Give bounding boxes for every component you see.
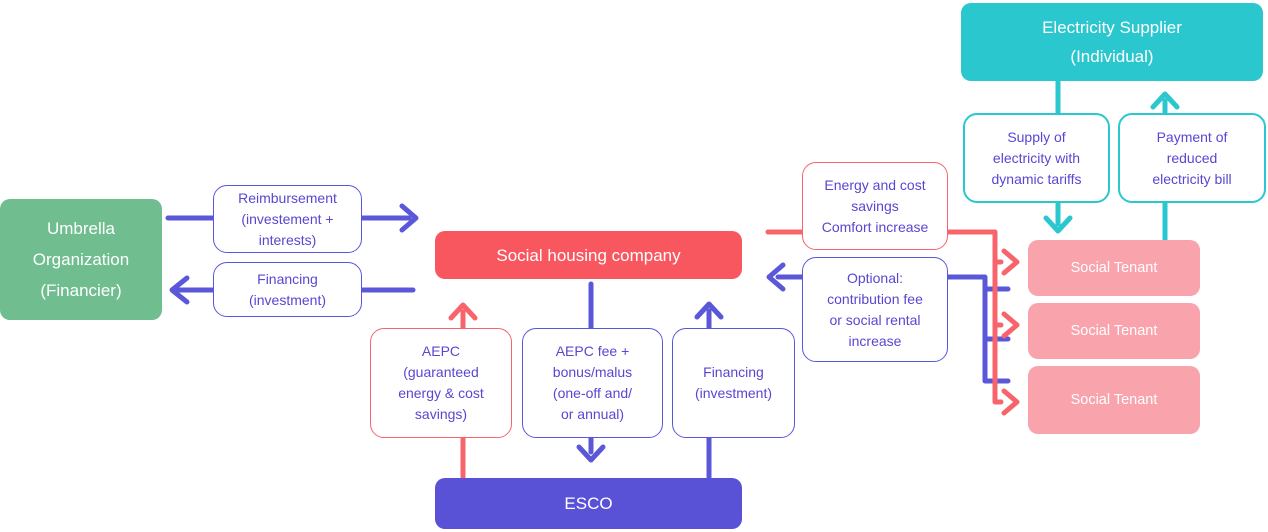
label-aepc: AEPC (guaranteed energy & cost savings) [370,328,512,438]
node-social-tenant-1: Social Tenant [1028,240,1200,296]
label-aepc-fee: AEPC fee + bonus/malus (one-off and/ or … [522,328,663,438]
node-umbrella-organization: Umbrella Organization (Financier) [0,199,162,320]
node-electricity-supplier: Electricity Supplier (Individual) [961,3,1263,81]
label-reimbursement: Reimbursement (investement + interests) [213,185,362,253]
label-optional-contribution: Optional: contribution fee or social ren… [802,257,948,362]
label-financing-to-umbrella: Financing (investment) [213,262,362,317]
label-payment-bill: Payment of reduced electricity bill [1118,113,1266,203]
label-financing-to-esco: Financing (investment) [672,328,795,438]
label-energy-savings: Energy and cost savings Comfort increase [802,162,948,250]
label-supply-electricity: Supply of electricity with dynamic tarif… [963,113,1110,203]
node-esco: ESCO [435,478,742,529]
arrowhead-tenant-3 [1001,388,1020,416]
line-optional-from-tenants [949,274,1011,384]
arrowhead-tenant-1 [1001,248,1020,276]
node-social-housing-company: Social housing company [435,231,742,279]
node-social-tenant-2: Social Tenant [1028,303,1200,359]
node-social-tenant-3: Social Tenant [1028,366,1200,434]
arrowhead-tenant-2 [1001,311,1020,339]
